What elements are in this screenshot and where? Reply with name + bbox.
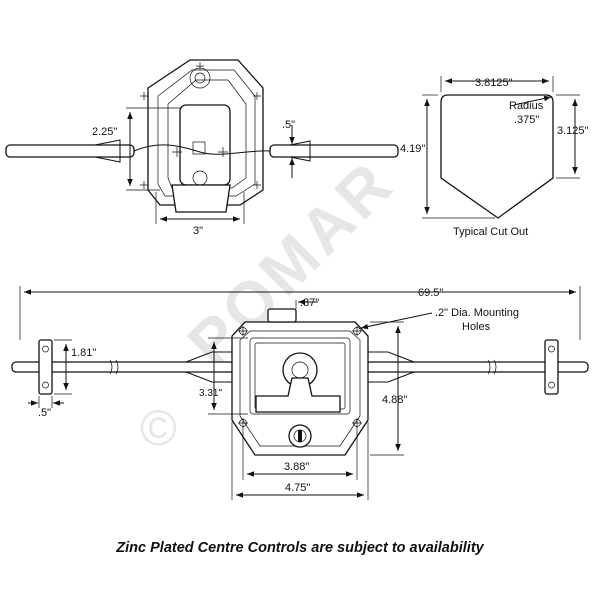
front-overall-dim: 69.5" [418,287,443,299]
front-inner-width-dim: 3.88" [284,461,309,473]
cutout-radius-value: .375" [514,114,539,126]
footer-availability-note: Zinc Plated Centre Controls are subject … [116,540,484,556]
cutout-radius-label: Radius [509,100,544,112]
cutout-left-dim: 4.19" [400,143,425,155]
front-end-bracket-dim: 1.81" [71,347,96,359]
top-view-height-dim: 2.25" [92,126,117,138]
cutout-view: 3.8125" Radius .375" 4.19" 3.125" Typica… [400,76,589,238]
front-mounting-note-line2: Holes [462,321,491,333]
cutout-shape [440,94,554,219]
top-view-width-dim: 3" [193,225,203,237]
front-recess [249,337,351,415]
front-body-width-dim: 4.75" [285,482,310,494]
front-end-bracket-right [544,339,559,395]
front-view: 69.5" 1.81" .5" [11,286,589,500]
watermark-copyright-icon: © [140,400,177,456]
front-t-handle [255,377,341,413]
top-view-rod-left [5,144,135,158]
top-view-handle [171,184,231,213]
top-view: 2.25" .5" 3" [5,59,399,237]
front-handle-offset-dim: .87" [300,297,319,309]
top-view-rod-right [269,144,399,158]
cutout-top-dim: 3.8125" [475,77,513,89]
front-end-bar-dim: .5" [38,407,51,419]
top-view-bar-dim: .5" [282,119,295,131]
cutout-right-dim: 3.125" [557,125,589,137]
front-top-tab [267,308,297,323]
cutout-caption: Typical Cut Out [453,226,528,238]
front-end-bracket-left [38,339,53,395]
front-body-height-dim: 4.88" [382,394,407,406]
front-recess-height-dim: 3.31" [199,388,222,399]
front-mounting-note-line1: .2" Dia. Mounting [435,307,519,319]
